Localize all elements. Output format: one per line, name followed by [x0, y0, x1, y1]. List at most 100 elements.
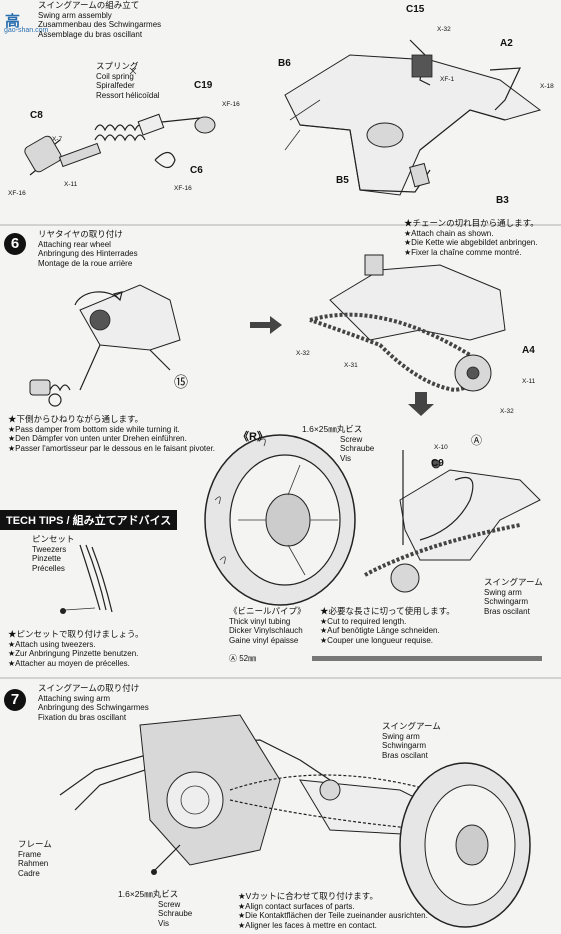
part-c8: C8 — [30, 110, 43, 121]
spring-label-en: Coil spring — [96, 71, 134, 81]
tweezers-de: Pinzette — [32, 554, 61, 563]
tweezers-note-fr: ★Attacher au moyen de précelles. — [8, 658, 130, 668]
vinyl-tube-fr: Gaine vinyl épaisse — [229, 635, 299, 645]
step7-title-en: Attaching swing arm — [38, 693, 111, 703]
right-side-mark: 《R》 — [238, 431, 268, 443]
step7-title-jp: スイングアームの取り付け — [38, 683, 140, 693]
part-c15: C15 — [406, 4, 425, 15]
screw-x32-chain-left: X-32 — [296, 350, 310, 357]
damper-note-de: ★Den Dämpfer von unten unter Drehen einf… — [8, 434, 187, 443]
step7-title-de: Anbringung des Schwingarmes — [38, 703, 149, 712]
swing-arm-assembly-step6 — [364, 450, 541, 593]
screw-xf1: XF-1 — [440, 76, 455, 83]
damper-drawing-step5 — [24, 67, 216, 176]
screw-x11-step5: X-11 — [64, 181, 78, 188]
cut-note-de: ★Auf benötigte Länge schneiden. — [320, 626, 440, 635]
chain-note-de: ★Die Kette wie abgebildet anbringen. — [404, 238, 538, 247]
step5-title-block: スイングアームの組み立て Swing arm assembly Zusammen… — [38, 0, 162, 39]
tweezers-note-en: ★Attach using tweezers. — [8, 639, 96, 649]
step6-title-jp: リヤタイヤの取り付け — [38, 229, 123, 239]
swing-arm-step7-de: Schwingarm — [382, 741, 427, 750]
frame-en: Frame — [18, 849, 42, 859]
swing-arm-step6-fr: Bras oscilant — [484, 606, 530, 616]
chain-drawing-step6 — [309, 254, 506, 393]
spring-label-block: スプリング Coil spring Spiralfeder Ressort hé… — [96, 61, 160, 100]
chain-note-block: ★チェーンの切れ目から通します。 ★Attach chain as shown.… — [404, 218, 539, 257]
process-arrow — [250, 316, 282, 334]
tweezers-label: ピンセット Tweezers Pinzette Précelles — [32, 534, 75, 573]
swing-arm-step6-de: Schwingarm — [484, 597, 529, 606]
frame-label: フレーム Frame Rahmen Cadre — [18, 839, 52, 878]
cut-note-jp: ★必要な長さに切って使用します。 — [320, 606, 455, 616]
damper-note-en: ★Pass damper from bottom side while turn… — [8, 424, 180, 434]
screw-label-step7-de: Schraube — [158, 909, 193, 918]
screw-label-step6: 1.6×25㎜丸ビス Screw Schraube Vis — [302, 424, 374, 463]
swing-arm-step6-jp: スイングアーム — [484, 577, 543, 587]
screw-label-step6-fr: Vis — [340, 453, 351, 463]
tube-mark-a: Ⓐ — [471, 435, 482, 447]
tweezers-note-jp: ★ピンセットで取り付けましょう。 — [8, 629, 144, 639]
align-note-en: ★Align contact surfaces of parts. — [238, 901, 355, 911]
step6-title-en: Attaching rear wheel — [38, 239, 111, 249]
step6-title-fr: Montage de la roue arrière — [38, 258, 133, 268]
step5-title-jp: スイングアームの組み立て — [38, 0, 140, 10]
watermark-logo-text: 高 — [5, 13, 21, 30]
screw-x7: X-7 — [52, 136, 63, 143]
frame-fr: Cadre — [18, 868, 40, 878]
step7-title-fr: Fixation du bras oscillant — [38, 712, 127, 722]
damper-note-jp: ★下側からひねりながら通します。 — [8, 414, 144, 424]
screw-x31: X-31 — [344, 362, 358, 369]
step6-number-badge: 6 — [4, 233, 26, 255]
part-b5: B5 — [336, 175, 349, 186]
swing-arm-label-step6: スイングアーム Swing arm Schwingarm Bras oscila… — [484, 577, 543, 616]
frame-jp: フレーム — [18, 839, 52, 849]
align-note-fr: ★Aligner les faces à mettre en contact. — [238, 920, 377, 930]
part-b6: B6 — [278, 58, 291, 69]
screw-label-step7-jp: 1.6×25㎜丸ビス — [118, 889, 179, 899]
screw-x11-step6: X-11 — [522, 378, 536, 385]
part-c9: C9 — [431, 458, 444, 469]
screw-xf16-left: XF-16 — [8, 190, 26, 197]
swing-arm-drawing-step5 — [284, 39, 542, 196]
screw-label-step7-en: Screw — [158, 899, 181, 909]
swing-arm-step6-en: Swing arm — [484, 587, 522, 597]
align-note-jp: ★Vカットに合わせて取り付けます。 — [238, 891, 378, 901]
part-a2: A2 — [500, 38, 513, 49]
vinyl-tube-en: Thick vinyl tubing — [229, 616, 291, 626]
screw-label-step6-en: Screw — [340, 434, 363, 444]
part-b3: B3 — [496, 195, 509, 206]
vinyl-tube-label: 《ビニールパイプ》 Thick vinyl tubing Dicker Viny… — [229, 606, 306, 645]
tweezers-en: Tweezers — [32, 544, 67, 554]
cut-note-en: ★Cut to required length. — [320, 616, 407, 626]
screw-x32-chain-right: X-32 — [500, 408, 514, 415]
vinyl-tube-de: Dicker Vinylschlauch — [229, 626, 303, 635]
part-a4: A4 — [522, 345, 535, 356]
tweezers-fr: Précelles — [32, 563, 65, 573]
step5-title-de: Zusammenbau des Schwingarmes — [38, 20, 162, 29]
tweezers-note-de: ★Zur Anbringung Pinzette benutzen. — [8, 649, 139, 658]
cut-note-fr: ★Couper une longueur requise. — [320, 635, 434, 645]
spring-label-fr: Ressort hélicoïdal — [96, 90, 160, 100]
align-note-block: ★Vカットに合わせて取り付けます。 ★Align contact surface… — [238, 891, 428, 930]
watermark-logo: 高 — [5, 10, 20, 31]
tweezers-drawing — [60, 544, 113, 614]
align-note-de: ★Die Kontaktflächen der Teile zueinander… — [238, 911, 428, 920]
part-c6: C6 — [190, 165, 203, 176]
step5-title-en: Swing arm assembly — [38, 10, 112, 20]
tweezers-jp: ピンセット — [32, 534, 75, 544]
step6-title-block: リヤタイヤの取り付け Attaching rear wheel Anbringu… — [38, 229, 138, 268]
screw-label-step6-jp: 1.6×25㎜丸ビス — [302, 424, 363, 434]
screw-x18: X-18 — [540, 83, 554, 90]
swing-arm-step7-jp: スイングアーム — [382, 721, 441, 731]
step7-number-badge: 7 — [4, 689, 26, 711]
vinyl-tube-jp: 《ビニールパイプ》 — [229, 606, 306, 616]
part-c19: C19 — [194, 80, 213, 91]
tweezers-note-block: ★ピンセットで取り付けましょう。 ★Attach using tweezers.… — [8, 629, 144, 668]
frame-swing-arm-drawing-step7 — [59, 714, 531, 928]
rear-wheel-drawing — [204, 434, 356, 606]
screw-label-step7-fr: Vis — [158, 918, 169, 928]
step6-title-de: Anbringung des Hinterrades — [38, 249, 138, 258]
screw-x32-step5: X-32 — [437, 26, 451, 33]
tech-tips-header: TECH TIPS / 組み立てアドバイス — [0, 510, 178, 530]
